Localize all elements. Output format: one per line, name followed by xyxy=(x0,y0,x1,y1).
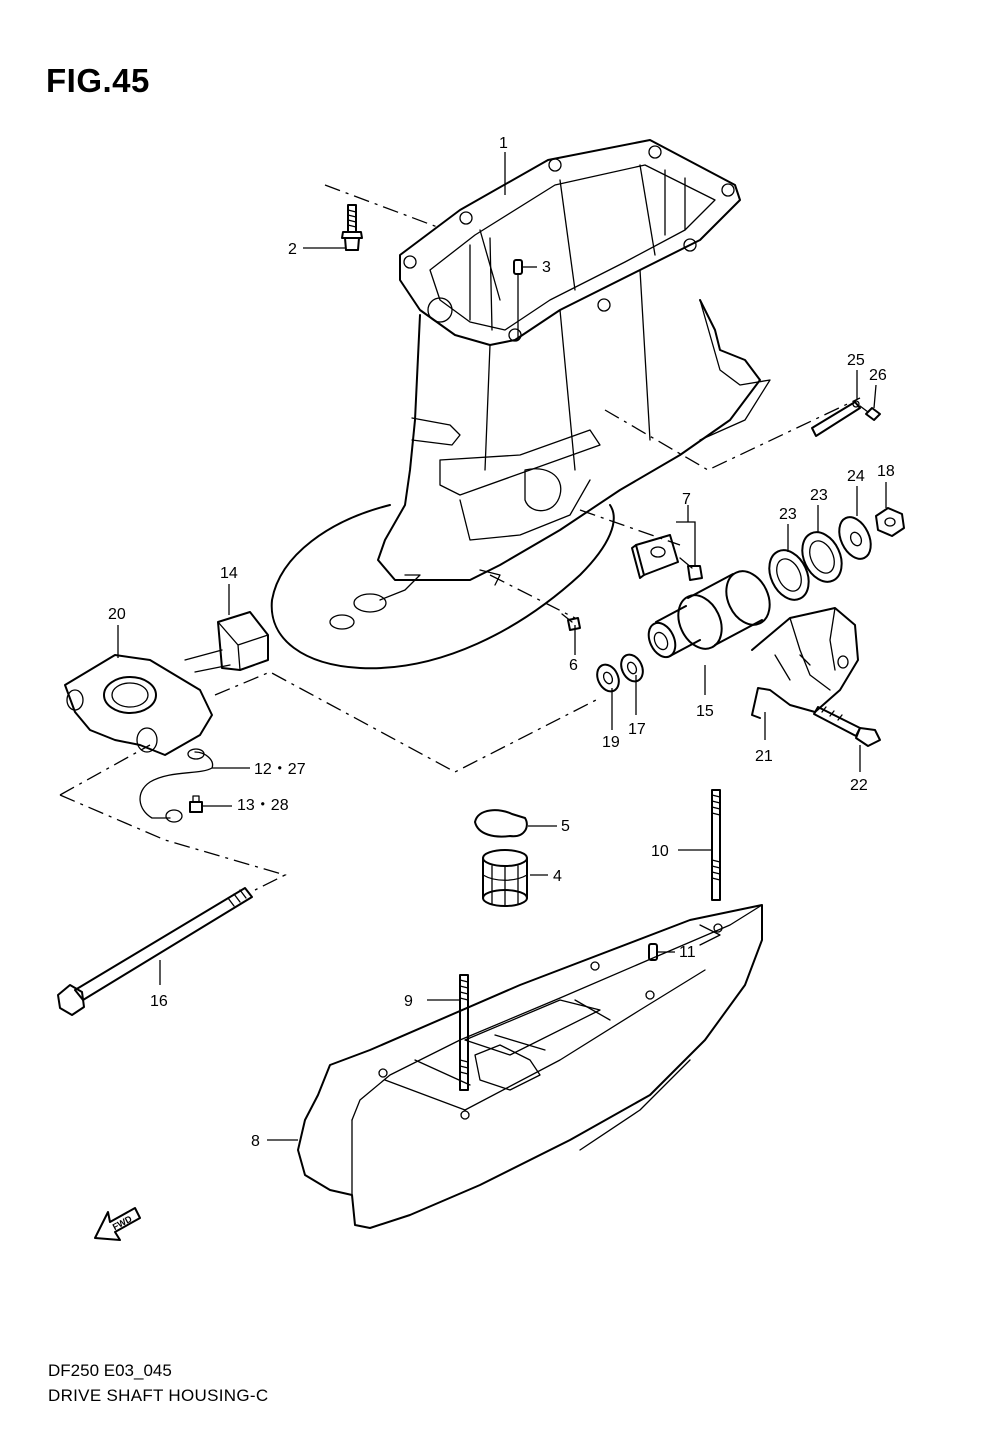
callout-20: 20 xyxy=(108,606,126,623)
drive-shaft-housing-cover-8 xyxy=(297,904,763,1229)
washer-24 xyxy=(838,516,872,560)
dowel-pin-11 xyxy=(648,943,658,961)
callout-16: 16 xyxy=(150,993,168,1010)
stud-bolt-10 xyxy=(711,789,721,901)
callout-2: 2 xyxy=(288,241,297,258)
bracket-plate-25 xyxy=(811,400,861,437)
alignment-line-bolt2 xyxy=(324,184,441,229)
callout-26: 26 xyxy=(869,367,887,384)
forward-direction-arrow-icon: FWD xyxy=(94,1207,141,1241)
mount-ring-23b xyxy=(768,549,810,601)
callout-18: 18 xyxy=(877,463,895,480)
callout-14: 14 xyxy=(220,565,238,582)
bolt-2 xyxy=(341,204,363,251)
callout-22: 22 xyxy=(850,777,868,794)
alignment-line-wire xyxy=(59,744,151,796)
screw-6 xyxy=(561,613,581,631)
callout-21: 21 xyxy=(755,748,773,765)
callout-3: 3 xyxy=(542,259,551,276)
callout-15: 15 xyxy=(696,703,714,720)
leader-lines xyxy=(117,152,887,1141)
ground-wire-12-27 xyxy=(139,748,214,823)
dowel-pin-3 xyxy=(513,259,523,275)
washer-19 xyxy=(596,663,620,693)
plate-nut-7 xyxy=(631,534,679,579)
through-bolt-16 xyxy=(57,887,253,1016)
alignment-line-mount xyxy=(214,671,601,773)
figure-title: FIG.45 xyxy=(46,62,150,99)
retaining-clip-5 xyxy=(474,809,528,838)
washer-17 xyxy=(620,653,644,683)
mount-ring-23a xyxy=(801,531,843,583)
callout-5: 5 xyxy=(561,818,570,835)
callout-17: 17 xyxy=(628,721,646,738)
callout-7: 7 xyxy=(682,491,691,508)
alignment-line-bolt7 xyxy=(579,509,681,546)
callout-25: 25 xyxy=(847,352,865,369)
callout-23b: 23 xyxy=(810,487,828,504)
bolt-7 xyxy=(679,557,703,581)
bushing-4 xyxy=(482,849,528,907)
alignment-line-bracket25 xyxy=(604,397,861,471)
callout-6: 6 xyxy=(569,657,578,674)
screw-26 xyxy=(859,405,881,421)
drive-shaft-housing xyxy=(270,139,771,670)
bolt-22 xyxy=(813,706,881,747)
callout-24: 24 xyxy=(847,468,865,485)
stud-bolt-9 xyxy=(459,974,469,1091)
terminal-block-14 xyxy=(184,611,269,673)
lower-mount-bracket-20 xyxy=(64,654,213,756)
callout-19: 19 xyxy=(602,734,620,751)
callout-8: 8 xyxy=(251,1133,260,1150)
callout-9: 9 xyxy=(404,993,413,1010)
diagram-title: DRIVE SHAFT HOUSING-C xyxy=(48,1386,269,1405)
fwd-label: FWD xyxy=(111,1213,134,1232)
rubber-mount-15 xyxy=(647,570,771,659)
model-code: DF250 E03_045 xyxy=(48,1361,172,1380)
callout-12-27: 12・27 xyxy=(254,761,306,778)
callout-1: 1 xyxy=(499,135,508,152)
alignment-line-bolt6 xyxy=(489,574,576,619)
callout-10: 10 xyxy=(651,843,669,860)
mount-cover-21 xyxy=(751,607,859,719)
screw-13-28 xyxy=(189,795,203,813)
callout-11: 11 xyxy=(679,944,696,961)
nut-18 xyxy=(875,507,905,537)
alignment-line-bolt16 xyxy=(59,794,287,891)
callout-13-28: 13・28 xyxy=(237,797,289,814)
callout-4: 4 xyxy=(553,868,562,885)
callout-23a: 23 xyxy=(779,506,797,523)
